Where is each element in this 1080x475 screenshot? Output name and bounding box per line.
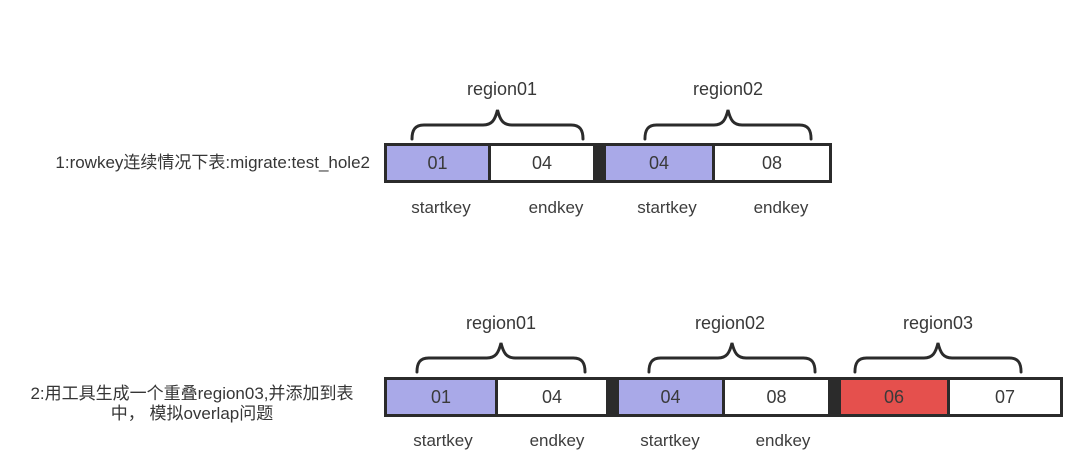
region-cell-endkey: 04 [488,146,593,180]
region-cell-startkey: 01 [387,380,495,414]
row2-region01-label: region01 [465,313,537,333]
row1-region01-label: region01 [466,79,538,99]
row2-region02-startkey-label: startkey [640,431,700,450]
region-junction [609,377,616,417]
row2-region01: 01 04 [384,377,609,417]
row2-region02: 04 08 [616,377,831,417]
region-cell-endkey: 08 [712,146,829,180]
row2-caption-line1: 2:用工具生成一个重叠region03,并添加到表 [30,384,354,403]
row2-region-bar: 01 04 04 08 06 07 [384,377,1063,417]
region-cell-startkey: 04 [619,380,722,414]
row2-region02-brace-icon [647,340,817,374]
region-cell-startkey: 04 [606,146,712,180]
row1-region01-brace-icon [410,107,585,141]
row2-region02-label: region02 [694,313,766,333]
row1-region01-startkey-label: startkey [411,198,471,217]
region-junction [831,377,838,417]
row1-caption: 1:rowkey连续情况下表:migrate:test_hole2 [55,153,370,172]
region-cell-startkey: 06 [841,380,947,414]
region-cell-endkey: 08 [722,380,828,414]
region-cell-startkey: 01 [387,146,488,180]
row2-region01-endkey-label: endkey [529,431,585,450]
row2-region03: 06 07 [838,377,1063,417]
row1-region02-endkey-label: endkey [753,198,809,217]
row1-region01: 01 04 [384,143,596,183]
row2-caption: 2:用工具生成一个重叠region03,并添加到表 中， 模拟overlap问题 [22,384,362,424]
row2-region02-endkey-label: endkey [755,431,811,450]
row2-caption-line2: 中， 模拟overlap问题 [110,404,274,423]
region-junction [596,143,603,183]
row2-region03-brace-icon [853,340,1023,374]
row2-region01-startkey-label: startkey [413,431,473,450]
row1-region02-label: region02 [692,79,764,99]
row1-region02-startkey-label: startkey [637,198,697,217]
region-cell-endkey: 07 [947,380,1060,414]
region-cell-endkey: 04 [495,380,606,414]
row1-region02: 04 08 [603,143,832,183]
row1-region-bar: 01 04 04 08 [384,143,832,183]
row1-region02-brace-icon [643,107,813,141]
row2-region03-label: region03 [902,313,974,333]
row2-region01-brace-icon [415,340,587,374]
row1-region01-endkey-label: endkey [528,198,584,217]
